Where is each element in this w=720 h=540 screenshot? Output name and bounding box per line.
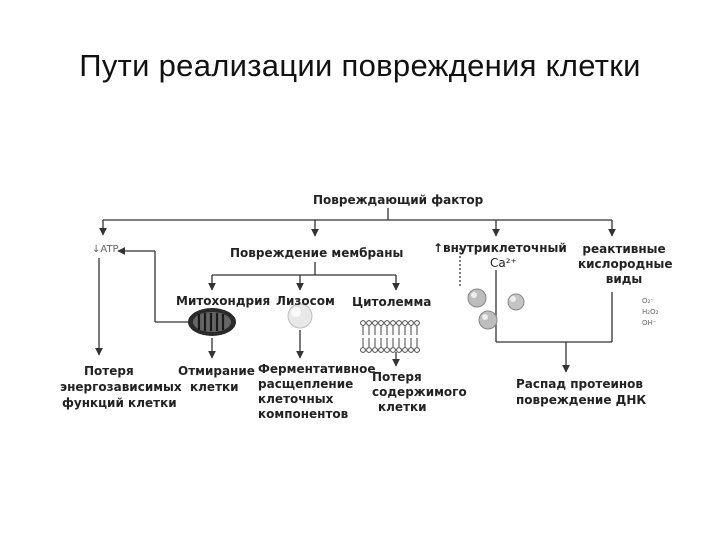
lysosome-image — [287, 303, 313, 329]
loss-content-line2: содержимого — [372, 385, 467, 399]
calcium-ions-image — [467, 288, 525, 330]
label-mitochondrion: Митохондрия — [176, 294, 271, 308]
label-damaging-factor: Повреждающий фактор — [313, 193, 484, 207]
loss-energy-line1: Потеря — [84, 364, 134, 378]
decay-line2: повреждение ДНК — [516, 393, 647, 407]
enzymatic-line2: расщепление — [258, 377, 354, 391]
enzymatic-line4: компонентов — [258, 407, 349, 421]
formula-peroxide: H₂O₂ — [642, 308, 659, 316]
label-calcium-line2: Ca²⁺ — [490, 256, 517, 270]
label-ros-line2: кислородные — [578, 257, 673, 271]
label-membrane-damage: Повреждение мембраны — [230, 246, 404, 260]
label-cytolemma: Цитолемма — [352, 295, 432, 309]
label-lysosome: Лизосом — [276, 294, 335, 308]
label-atp: ↓ATP — [92, 244, 119, 255]
loss-content-line1: Потеря — [372, 370, 422, 384]
label-calcium-line1: ↑внутриклеточный — [433, 241, 567, 255]
formula-superoxide: O₂⁻ — [642, 297, 655, 305]
enzymatic-line1: Ферментативное — [258, 362, 376, 376]
cell-death-line2: клетки — [190, 380, 239, 394]
slide-title: Пути реализации повреждения клетки — [79, 48, 641, 83]
formula-hydroxide: OH⁻ — [642, 319, 657, 327]
decay-line1: Распад протеинов — [516, 377, 644, 391]
label-ros-line1: реактивные — [582, 242, 666, 256]
loss-content-line3: клетки — [378, 400, 427, 414]
enzymatic-line3: клеточных — [258, 392, 334, 406]
mitochondrion-image — [188, 308, 236, 336]
loss-energy-line2: энергозависимых — [60, 380, 182, 394]
cell-death-line1: Отмирание — [178, 364, 255, 378]
cytolemma-image — [360, 320, 420, 353]
loss-energy-line3: функций клетки — [62, 396, 177, 410]
label-ros-line3: виды — [605, 272, 643, 286]
